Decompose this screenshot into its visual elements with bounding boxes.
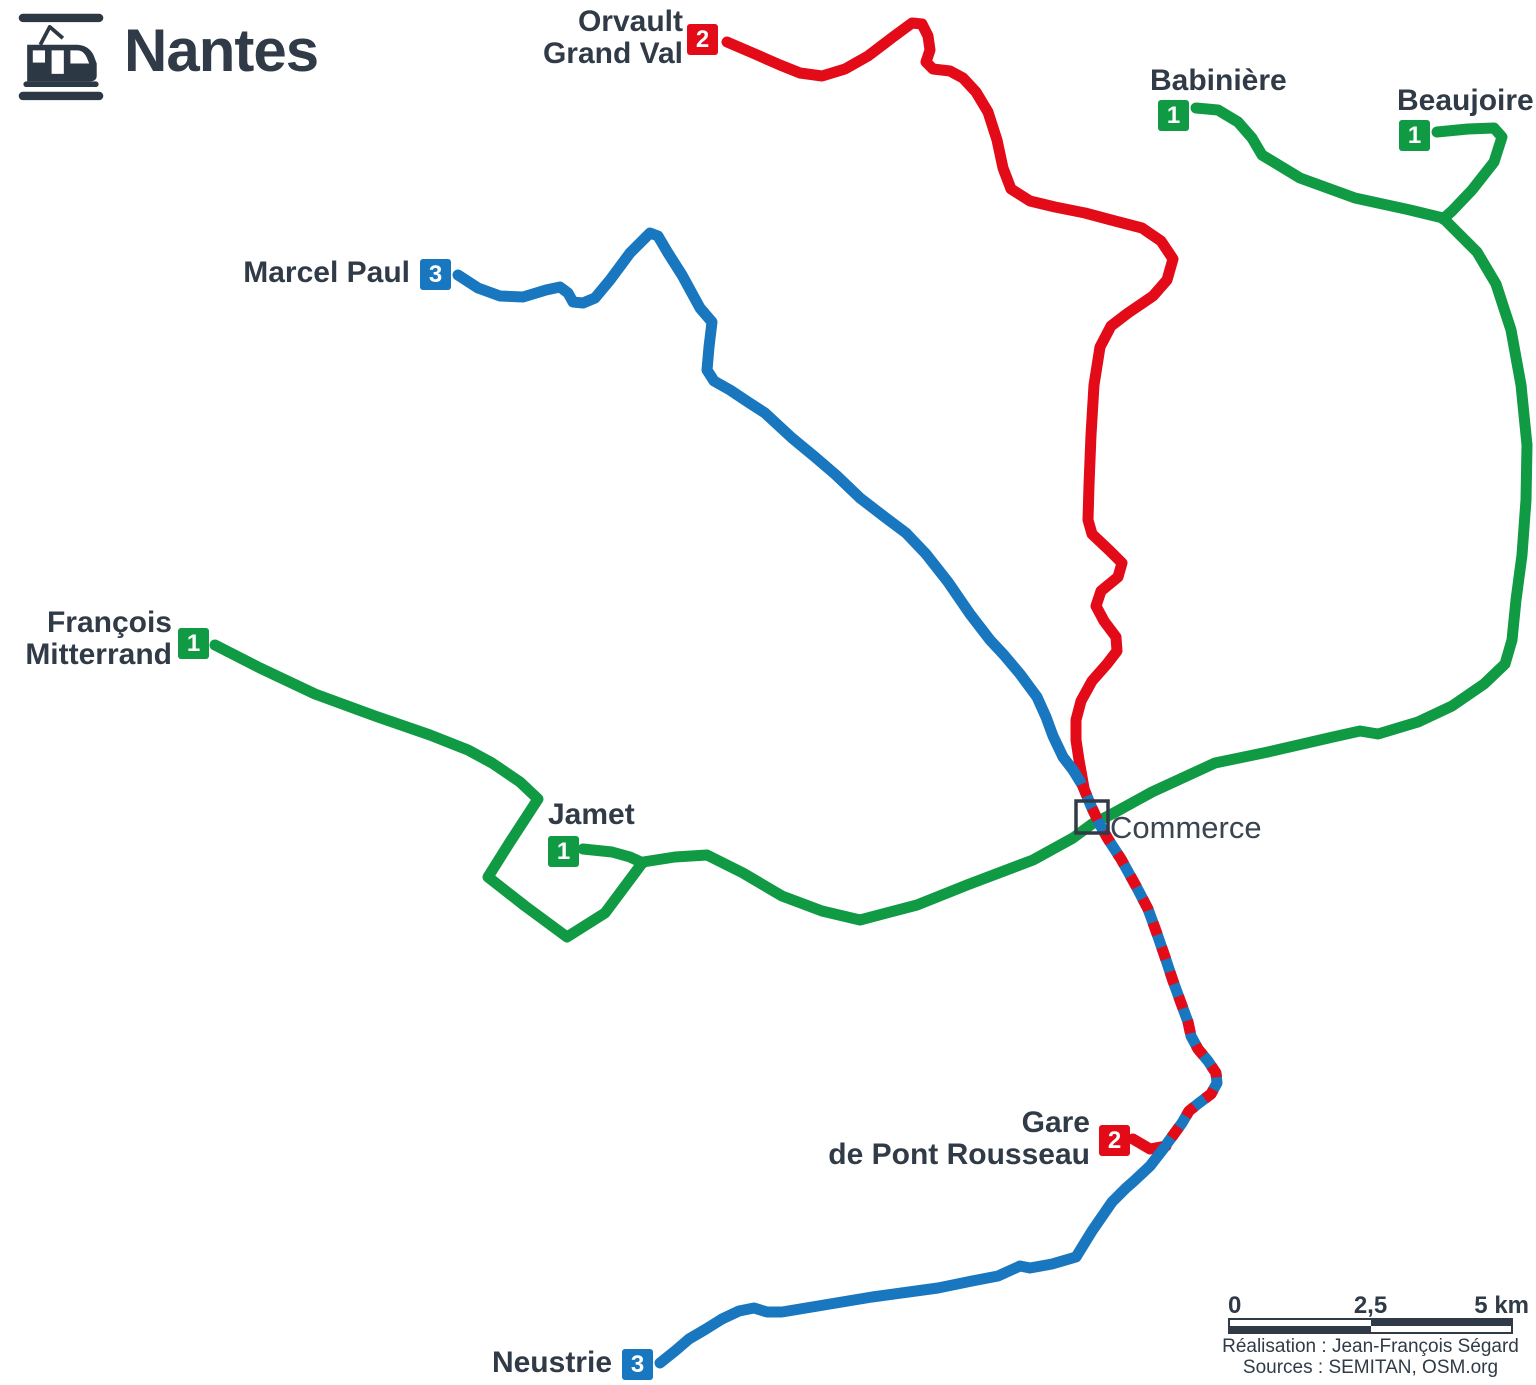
credits-line-2: Sources : SEMITAN, OSM.org	[1242, 1357, 1499, 1378]
station-label: Beaujoire	[1397, 84, 1534, 117]
station-label: Gare de Pont Rousseau	[828, 1106, 1090, 1171]
line-1-path	[577, 843, 649, 869]
page-title: Nantes	[124, 17, 319, 84]
station-label: Marcel Paul	[243, 256, 410, 289]
line-1-path	[1431, 122, 1508, 225]
scale-tick-max: 5 km	[1474, 1292, 1529, 1319]
tram-icon	[18, 13, 104, 101]
scale-bar-graphic	[1228, 1318, 1513, 1334]
station-label: Jamet	[548, 798, 635, 831]
station-label: Neustrie	[491, 1346, 612, 1379]
line-2-3-overlay	[1076, 781, 1223, 1149]
station-label: Babinière	[1150, 64, 1287, 97]
scale-tick-mid: 2,5	[1353, 1292, 1388, 1319]
line-badge: 1	[548, 836, 579, 867]
line-badge: 1	[1158, 100, 1189, 131]
station-label: Orvault Grand Val	[542, 5, 683, 70]
line-badge: 2	[1099, 1125, 1130, 1156]
line-1-path	[209, 102, 1533, 943]
scale-tick-0: 0	[1228, 1292, 1242, 1319]
line-badge: 3	[622, 1349, 653, 1380]
scale-bar: 0 2,5 5 km	[1228, 1292, 1529, 1334]
credits-line-1: Réalisation : Jean-François Ségard	[1222, 1336, 1519, 1357]
line-badge: 1	[1399, 120, 1430, 151]
credits: Réalisation : Jean-François Ségard Sourc…	[1213, 1336, 1528, 1378]
line-3-path	[452, 227, 1087, 789]
line-badge: 2	[687, 24, 718, 55]
line-2-path	[721, 17, 1179, 794]
line-3-path	[654, 1142, 1170, 1369]
line-badge: 3	[420, 259, 451, 290]
scale-ticks: 0 2,5 5 km	[1228, 1292, 1529, 1319]
line-badge: 1	[178, 628, 209, 659]
station-label: François Mitterrand	[25, 606, 172, 671]
commerce-square	[1074, 799, 1110, 835]
commerce-label: Commerce	[1110, 810, 1262, 845]
